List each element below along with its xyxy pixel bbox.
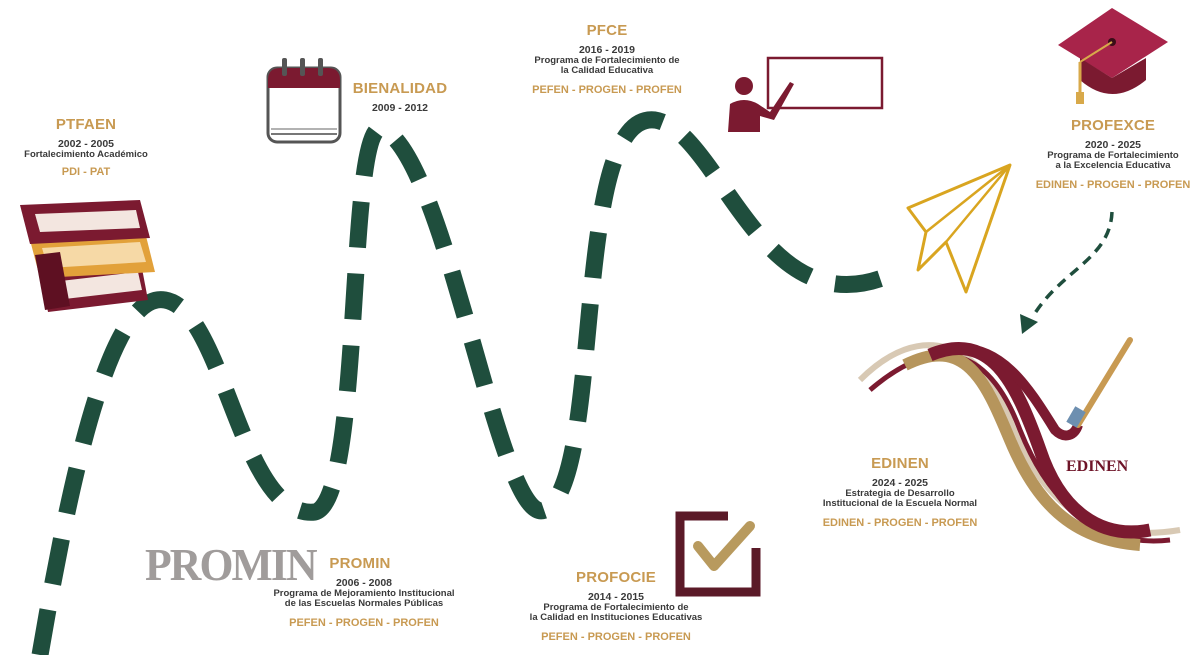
milestone-years: 2009 - 2012 xyxy=(371,102,429,114)
milestone-title: PROFOCIE xyxy=(576,569,656,586)
arrow-head xyxy=(1020,314,1038,334)
milestone-programs: PEFEN - PROGEN - PROFEN xyxy=(541,631,691,643)
milestone-pfce: PFCE 2016 - 2019 Programa de Fortalecimi… xyxy=(532,22,682,96)
promin-logo: PROMIN xyxy=(145,539,318,590)
milestone-description-2: Institucional de la Escuela Normal xyxy=(822,498,978,509)
milestone-programs: EDINEN - PROGEN - PROFEN xyxy=(1035,179,1191,191)
milestone-description: Programa de Fortalecimiento de xyxy=(543,602,689,613)
milestone-title: PROMIN xyxy=(329,555,391,572)
milestone-title: EDINEN xyxy=(871,455,929,472)
milestone-years: 2002 - 2005 xyxy=(57,138,115,150)
milestone-programs: PEFEN - PROGEN - PROFEN xyxy=(289,617,439,629)
milestone-description: Estrategia de Desarrollo xyxy=(845,488,955,499)
milestone-programs: EDINEN - PROGEN - PROFEN xyxy=(822,517,978,529)
milestone-title: PFCE xyxy=(586,22,628,39)
milestone-edinen: EDINEN 2024 - 2025 Estrategia de Desarro… xyxy=(823,455,978,529)
milestone-title: PROFEXCE xyxy=(1070,117,1156,134)
milestone-bienalidad: BIENALIDAD 2009 - 2012 xyxy=(353,80,448,114)
milestone-years: 2006 - 2008 xyxy=(335,577,393,589)
milestone-years: 2016 - 2019 xyxy=(578,44,636,56)
milestone-programs: PDI - PAT xyxy=(61,166,111,178)
milestone-profexce: PROFEXCE 2020 - 2025 Programa de Fortale… xyxy=(1036,117,1191,191)
milestone-description: Programa de Fortalecimiento de xyxy=(534,55,680,66)
edinen-logo: EDINEN xyxy=(1066,458,1129,475)
milestone-profocie: PROFOCIE 2014 - 2015 Programa de Fortale… xyxy=(530,569,703,643)
milestone-description: Programa de Mejoramiento Institucional xyxy=(273,588,455,599)
milestone-description-2: la Calidad en Instituciones Educativas xyxy=(529,612,703,623)
milestone-programs: PEFEN - PROGEN - PROFEN xyxy=(532,84,682,96)
milestone-description-2: a la Excelencia Educativa xyxy=(1055,160,1171,171)
milestone-years: 2014 - 2015 xyxy=(587,591,645,603)
milestone-years: 2020 - 2025 xyxy=(1084,139,1142,151)
milestone-description: Fortalecimiento Académico xyxy=(24,149,148,160)
milestone-promin: PROMIN 2006 - 2008 Programa de Mejoramie… xyxy=(273,555,454,629)
milestone-title: PTFAEN xyxy=(55,116,117,133)
milestone-description-2: de las Escuelas Normales Públicas xyxy=(284,598,444,609)
milestone-ptfaen: PTFAEN 2002 - 2005 Fortalecimiento Acadé… xyxy=(24,116,148,178)
milestone-title: BIENALIDAD xyxy=(352,80,448,97)
milestone-description-2: la Calidad Educativa xyxy=(560,65,654,76)
milestone-years: 2024 - 2025 xyxy=(871,477,929,489)
milestone-description: Programa de Fortalecimiento xyxy=(1047,150,1179,161)
connector-arrow xyxy=(1030,211,1114,319)
